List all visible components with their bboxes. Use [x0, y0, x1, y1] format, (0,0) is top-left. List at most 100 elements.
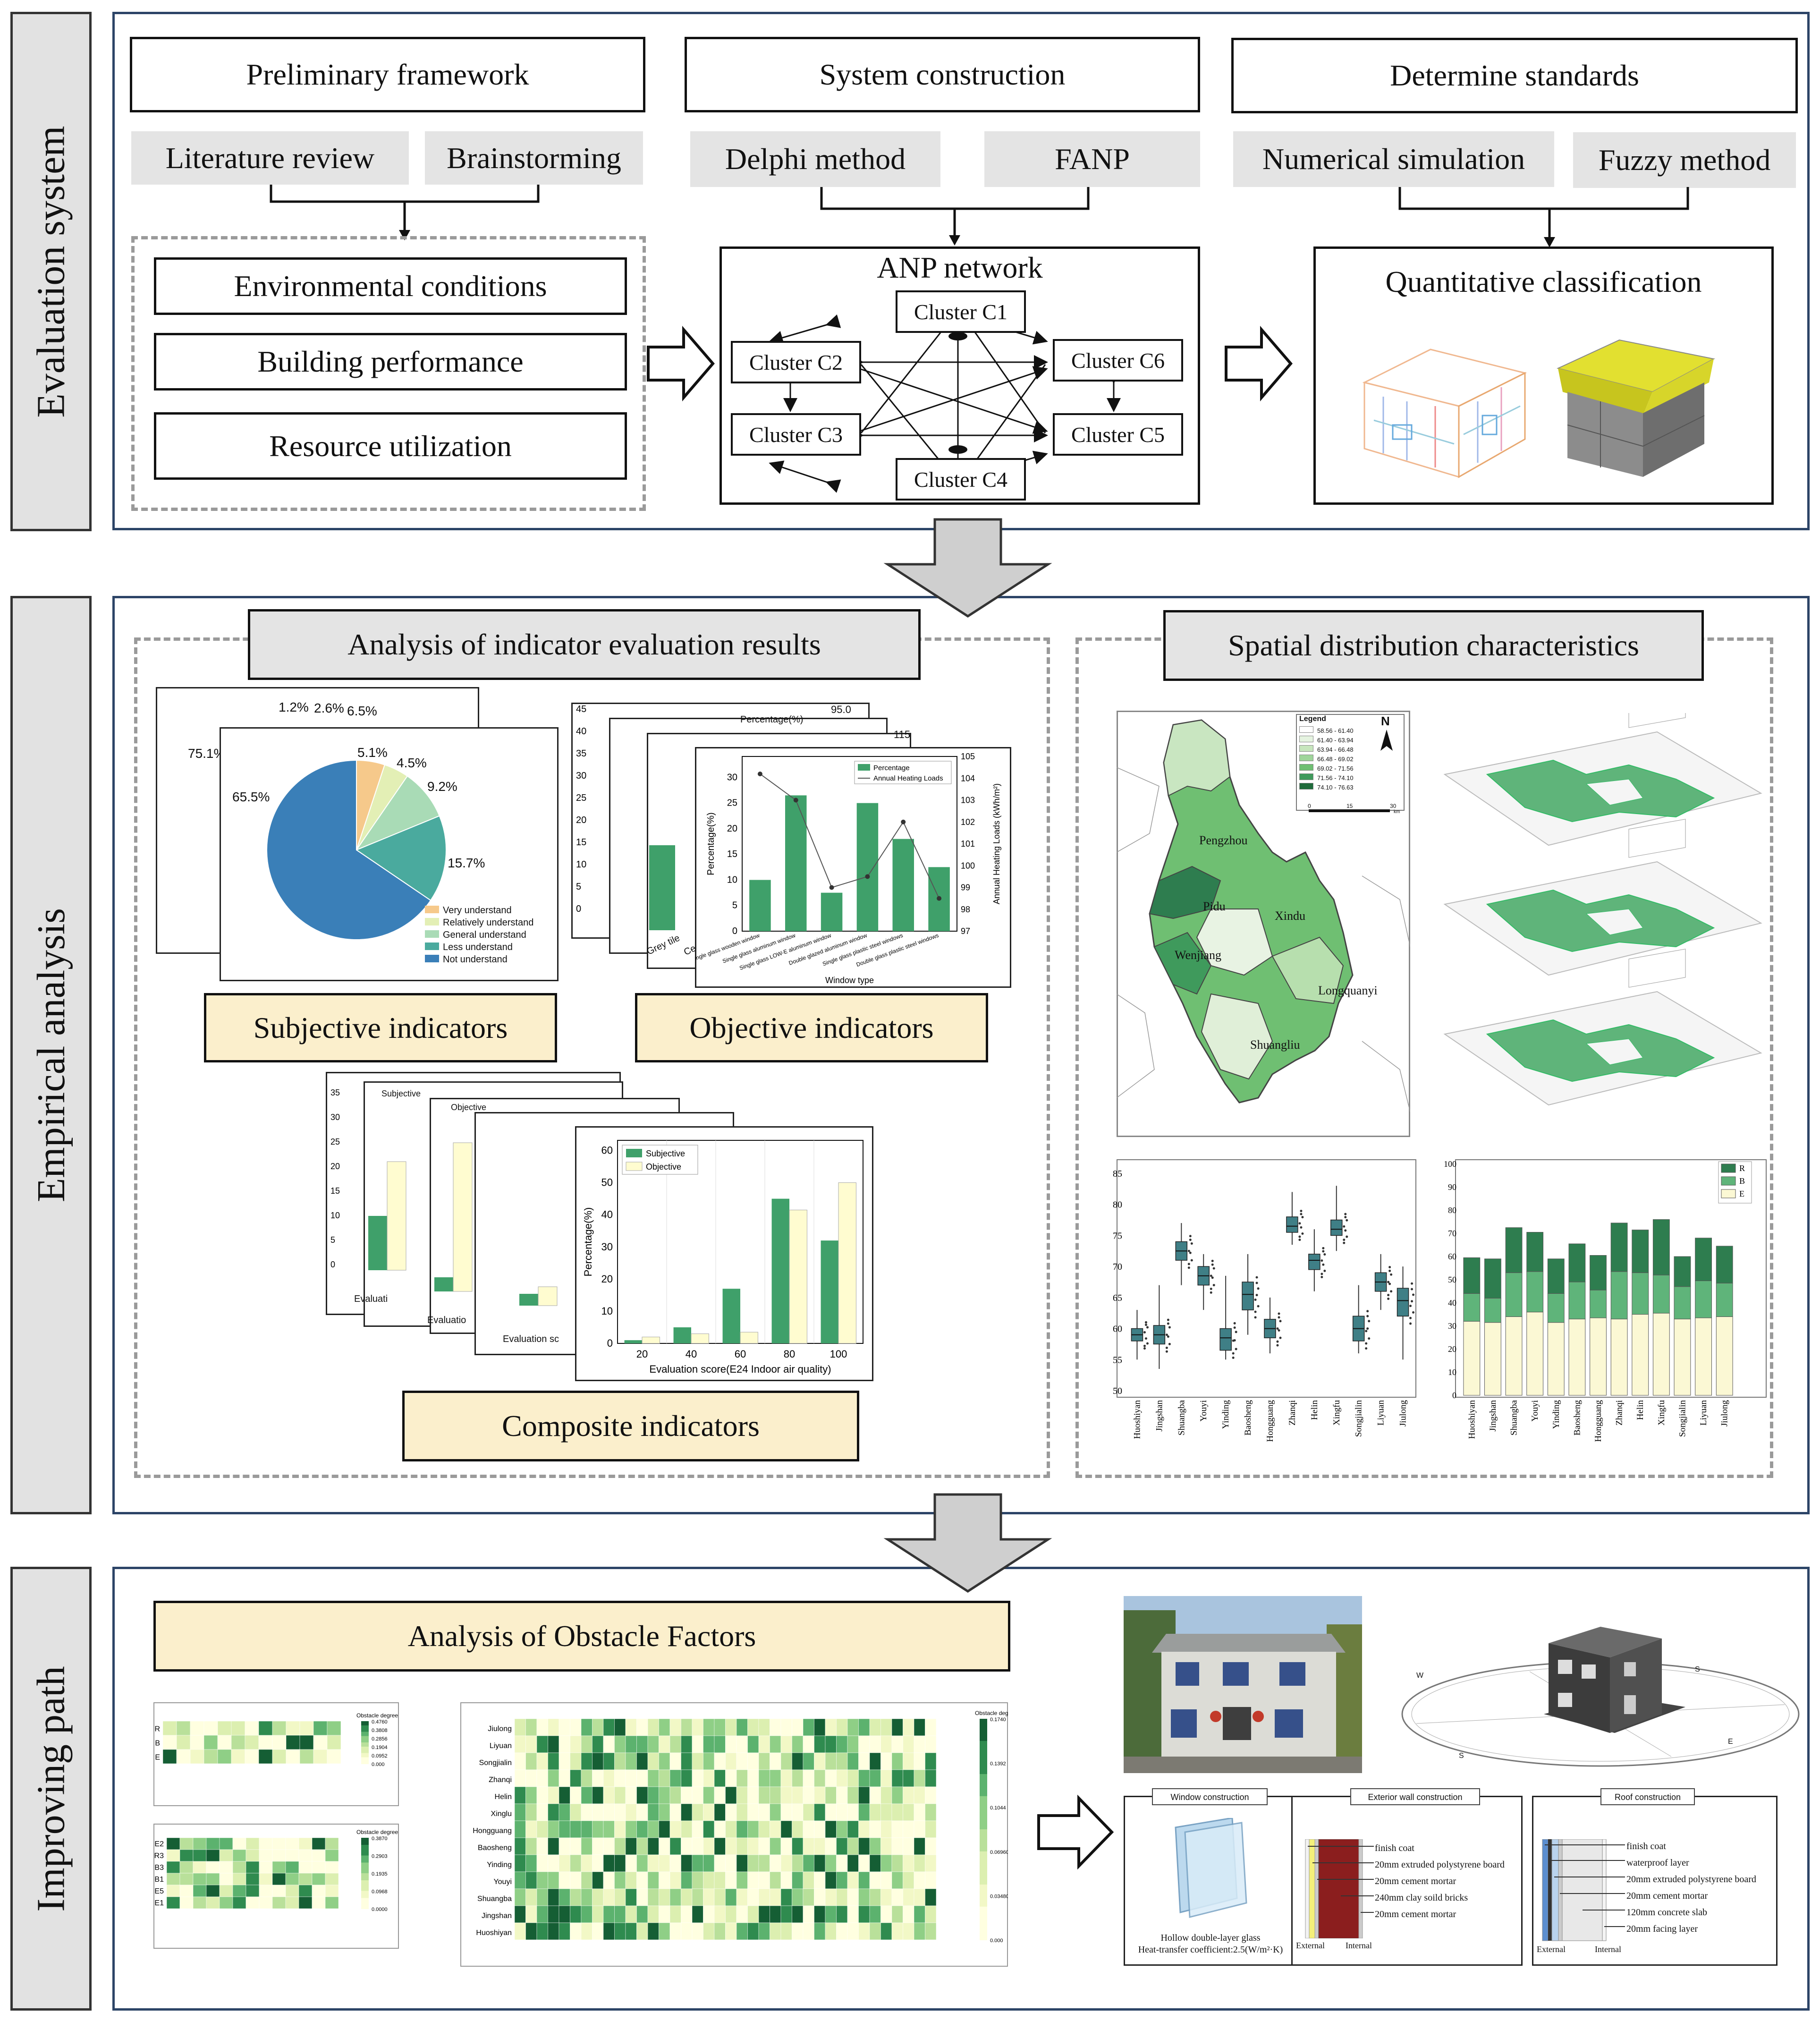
heat-cell — [692, 1837, 703, 1855]
heat-cell — [669, 1735, 681, 1753]
heat-cell — [869, 1769, 881, 1787]
tick-label: 30 — [576, 771, 586, 781]
heat-cell — [570, 1769, 582, 1787]
data-point — [1255, 1282, 1258, 1284]
colorbar-tick: 0.3808 — [372, 1728, 388, 1733]
heat-cell — [914, 1820, 925, 1838]
heat-cell — [592, 1752, 604, 1770]
heat-cell — [669, 1837, 681, 1855]
cluster-c1: Cluster C1 — [896, 290, 1026, 333]
bar-R — [1590, 1255, 1607, 1291]
bar-B — [1463, 1293, 1481, 1322]
heat-cell — [869, 1735, 881, 1753]
data-point — [1343, 1241, 1346, 1244]
heat-cell — [231, 1721, 245, 1736]
heat-cell — [636, 1871, 648, 1889]
row-label: B3 — [154, 1864, 164, 1872]
heat-cell — [669, 1854, 681, 1872]
data-point — [1298, 1239, 1301, 1241]
row-label: R — [154, 1725, 160, 1733]
heat-cell — [206, 1861, 220, 1874]
legend-text: Less understand — [443, 942, 513, 952]
heat-cell — [298, 1873, 313, 1885]
heat-cell — [592, 1871, 604, 1889]
pie-label: 65.5% — [232, 790, 270, 804]
heat-cell — [525, 1769, 537, 1787]
heat-cell — [803, 1718, 814, 1736]
data-point — [1257, 1287, 1260, 1290]
bar-E — [1484, 1322, 1501, 1396]
heat-cell — [669, 1803, 681, 1821]
colorbar-segment — [980, 1906, 987, 1919]
map-layer-hole — [1585, 1038, 1643, 1065]
legend-swatch — [1721, 1163, 1736, 1173]
heat-cell — [847, 1837, 859, 1855]
heat-cell — [206, 1896, 220, 1909]
legend-swatch — [626, 1162, 643, 1171]
row-label: Youyi — [493, 1878, 512, 1886]
heat-cell — [514, 1922, 526, 1940]
heat-cell — [803, 1769, 814, 1787]
heating-point — [757, 772, 762, 776]
heat-cell — [858, 1905, 870, 1923]
bar-B — [1674, 1286, 1691, 1319]
row-label: Shuangba — [477, 1895, 512, 1903]
heat-cell — [925, 1769, 937, 1787]
heat-cell — [312, 1849, 326, 1862]
heat-cell — [581, 1769, 593, 1787]
heat-cell — [847, 1905, 859, 1923]
heating-point — [829, 885, 834, 890]
data-point — [1232, 1356, 1235, 1359]
x-tick-label: Helin — [1635, 1400, 1645, 1420]
bar-B — [1716, 1282, 1733, 1317]
heat-cell — [603, 1871, 615, 1889]
data-point — [1409, 1316, 1412, 1319]
heat-cell — [681, 1854, 693, 1872]
merge-connector — [1398, 187, 1689, 247]
bar-E — [1590, 1317, 1607, 1396]
y-tick-label: 0 — [732, 926, 737, 936]
map-layer-hole — [1585, 779, 1643, 806]
data-point — [1279, 1336, 1282, 1339]
legend-text: 58.56 - 61.40 — [1317, 727, 1354, 734]
heat-cell — [825, 1803, 837, 1821]
heat-cell — [636, 1854, 648, 1872]
heat-cell — [258, 1749, 273, 1764]
heat-cell — [703, 1871, 715, 1889]
heat-cell — [232, 1896, 246, 1909]
data-point — [1190, 1242, 1193, 1245]
bar-objective — [642, 1336, 660, 1344]
scale-unit: km — [1394, 809, 1400, 815]
tick-label: 0 — [576, 904, 581, 914]
colorbar-segment — [361, 1877, 369, 1881]
data-point — [1143, 1344, 1146, 1347]
heat-cell — [592, 1905, 604, 1923]
cluster-c2: Cluster C2 — [731, 341, 861, 383]
heat-cell — [176, 1749, 191, 1764]
data-point — [1344, 1216, 1347, 1219]
heat-cell — [166, 1861, 180, 1874]
heat-cell — [836, 1837, 848, 1855]
heat-cell — [825, 1888, 837, 1906]
x-tick-label: Yinding — [1551, 1400, 1561, 1429]
heat-cell — [272, 1735, 287, 1750]
colorbar-tick: 0.06960 — [990, 1850, 1008, 1855]
heat-cell — [770, 1820, 781, 1838]
row-label: E5 — [154, 1887, 164, 1895]
scale-label: 30 — [1390, 803, 1397, 809]
heat-cell — [193, 1837, 207, 1850]
x-tick-label: Hongguang — [1593, 1400, 1603, 1442]
legend-swatch — [425, 943, 439, 950]
row-label: E1 — [154, 1899, 164, 1907]
heat-cell — [703, 1888, 715, 1906]
heat-cell — [525, 1854, 537, 1872]
compass-label: S — [1695, 1665, 1700, 1673]
data-point — [1387, 1297, 1390, 1300]
colorbar-segment — [361, 1873, 369, 1877]
x-tick-label: 100 — [830, 1348, 847, 1360]
y-tick-label: 60 — [601, 1145, 613, 1156]
heat-cell — [592, 1888, 604, 1906]
heat-cell — [669, 1786, 681, 1804]
heat-cell — [614, 1871, 626, 1889]
heat-cell — [232, 1885, 246, 1897]
